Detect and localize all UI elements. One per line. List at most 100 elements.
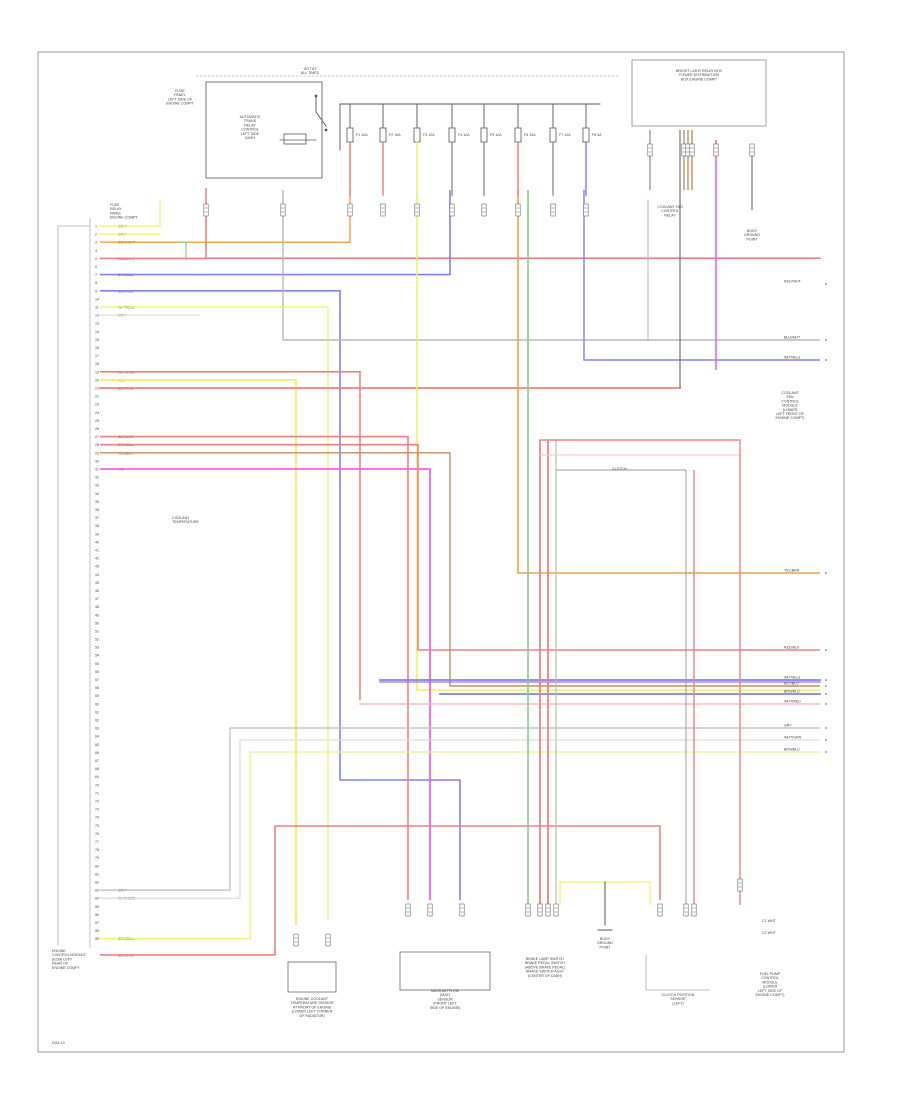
ecm-pin-63: 63: [95, 727, 99, 731]
ecm-pin-70: 70: [95, 783, 99, 787]
relay-box-connector-5: [749, 143, 755, 157]
ecm-pin-87: 87: [95, 921, 99, 925]
ecm-pin-60: 60: [95, 702, 99, 706]
fuse-connector-6: [515, 203, 521, 217]
fuel-pump-c2-label: C2 WHT: [762, 931, 777, 935]
fuse-label-7: F7 10A: [559, 133, 571, 137]
right-edge-label-8: WHT/RED: [784, 700, 801, 704]
fuse-connector-2: [380, 203, 386, 217]
ecm-pin-28: 28: [95, 443, 99, 447]
ecm-pin-72: 72: [95, 800, 99, 804]
ecm-pin-3: 3: [95, 241, 97, 245]
wire-wht-grn-84: [100, 740, 241, 899]
ecm-pin-22: 22: [95, 395, 99, 399]
brake-pin-1: [537, 903, 543, 917]
ecm-pin-25: 25: [95, 419, 99, 423]
ecm-pin-24: 24: [95, 411, 99, 415]
ecm-pin-40: 40: [95, 540, 99, 544]
ecm-pin-11: 11: [95, 305, 99, 309]
wire-orange-right: [517, 190, 820, 574]
ecm-pin-66: 66: [95, 751, 99, 755]
fuse-connector-5: [481, 203, 487, 217]
right-edge-label-9: GRY: [784, 724, 792, 728]
fuse-label-4: F4 10A: [458, 133, 470, 137]
relay-node: [314, 94, 318, 98]
ecm-pin-83: 83: [95, 889, 99, 893]
ecm-pin-2: 2: [95, 233, 97, 237]
fuse-label-8: F8 5A: [592, 133, 602, 137]
clutch-pin-2: [691, 903, 697, 917]
clutch-pin-0: [657, 903, 663, 917]
wire-blk-grn-91: [100, 825, 661, 956]
right-edge-terminal: [825, 572, 827, 574]
ecm-pin-84: 84: [95, 897, 99, 901]
ecm-pin-67: 67: [95, 759, 99, 763]
right-edge-label-5: WHT/BLU: [784, 676, 801, 680]
relay-switch-arm: [315, 111, 327, 127]
ecm-pin-76: 76: [95, 832, 99, 836]
ecm-pin-85: 85: [95, 905, 99, 909]
ecm-pin-55: 55: [95, 662, 99, 666]
ecm-pin-10: 10: [95, 297, 99, 301]
wire-blu-red: [100, 289, 461, 900]
right-edge-label-6: BLK/BLU: [784, 682, 799, 686]
ecm-pin-54: 54: [95, 654, 99, 658]
right-edge-label-3: YEL/BRN: [784, 569, 800, 573]
ecm-pin-46: 46: [95, 589, 99, 593]
relay-box: [631, 59, 767, 127]
ecm-pin-86: 86: [95, 913, 99, 917]
ecm-pin-65: 65: [95, 743, 99, 747]
ecm-pin-78: 78: [95, 848, 99, 852]
right-edge-label-1: BLU/WHT: [784, 336, 801, 340]
wire-wht-blu: [100, 306, 329, 920]
ecm-pin-41: 41: [95, 548, 99, 552]
ecm-pin-21: 21: [95, 386, 99, 390]
fuel-pump-c1-label: C1 WHT: [762, 919, 777, 923]
diagram-frame: [37, 51, 845, 1053]
maf-pin-0: [405, 903, 411, 917]
ecm-pin-36: 36: [95, 508, 99, 512]
ecm-pin-74: 74: [95, 816, 99, 820]
wire-green-stub: [180, 241, 187, 260]
relay-box-connector-0: [647, 143, 653, 157]
maf-pin-2: [459, 903, 465, 917]
right-edge-terminal: [825, 685, 827, 687]
ecm-pin-30: 30: [95, 459, 99, 463]
ecm-pin-7: 7: [95, 273, 97, 277]
footer-code: DGA 10: [52, 1041, 65, 1045]
ecm-pin-56: 56: [95, 670, 99, 674]
fuse-label-2: F2 15A: [389, 133, 401, 137]
fuse-relay-frame: [205, 81, 323, 179]
fuse-3: [413, 127, 421, 143]
ecm-pin-53: 53: [95, 646, 99, 650]
clutch-frame: [645, 955, 710, 991]
ecm-pin-34: 34: [95, 492, 99, 496]
right-edge-label-4: RED/BLK: [784, 646, 800, 650]
ecm-pin-8: 8: [95, 281, 97, 285]
ecm-pin-23: 23: [95, 403, 99, 407]
fuse-label-5: F5 10A: [490, 133, 502, 137]
ecm-pin-32: 32: [95, 476, 99, 480]
fuse-8: [582, 127, 590, 143]
fuse-connector-7: [550, 203, 556, 217]
fuse-label-1: F1 10A: [356, 133, 368, 137]
fuel-pump-pin: [737, 878, 743, 892]
ecm-pin-77: 77: [95, 840, 99, 844]
ecm-pin-89: 89: [95, 937, 99, 941]
ecm-pin-39: 39: [95, 532, 99, 536]
ecm-pin-50: 50: [95, 621, 99, 625]
fuse-connector-1: [347, 203, 353, 217]
coolant-sensor-pin-1: [293, 933, 299, 947]
wire-blu-wht-right: [282, 190, 820, 341]
right-edge-label-2: WHT/BLU: [784, 356, 801, 360]
ecm-pin-33: 33: [95, 484, 99, 488]
ecm-pin-47: 47: [95, 597, 99, 601]
